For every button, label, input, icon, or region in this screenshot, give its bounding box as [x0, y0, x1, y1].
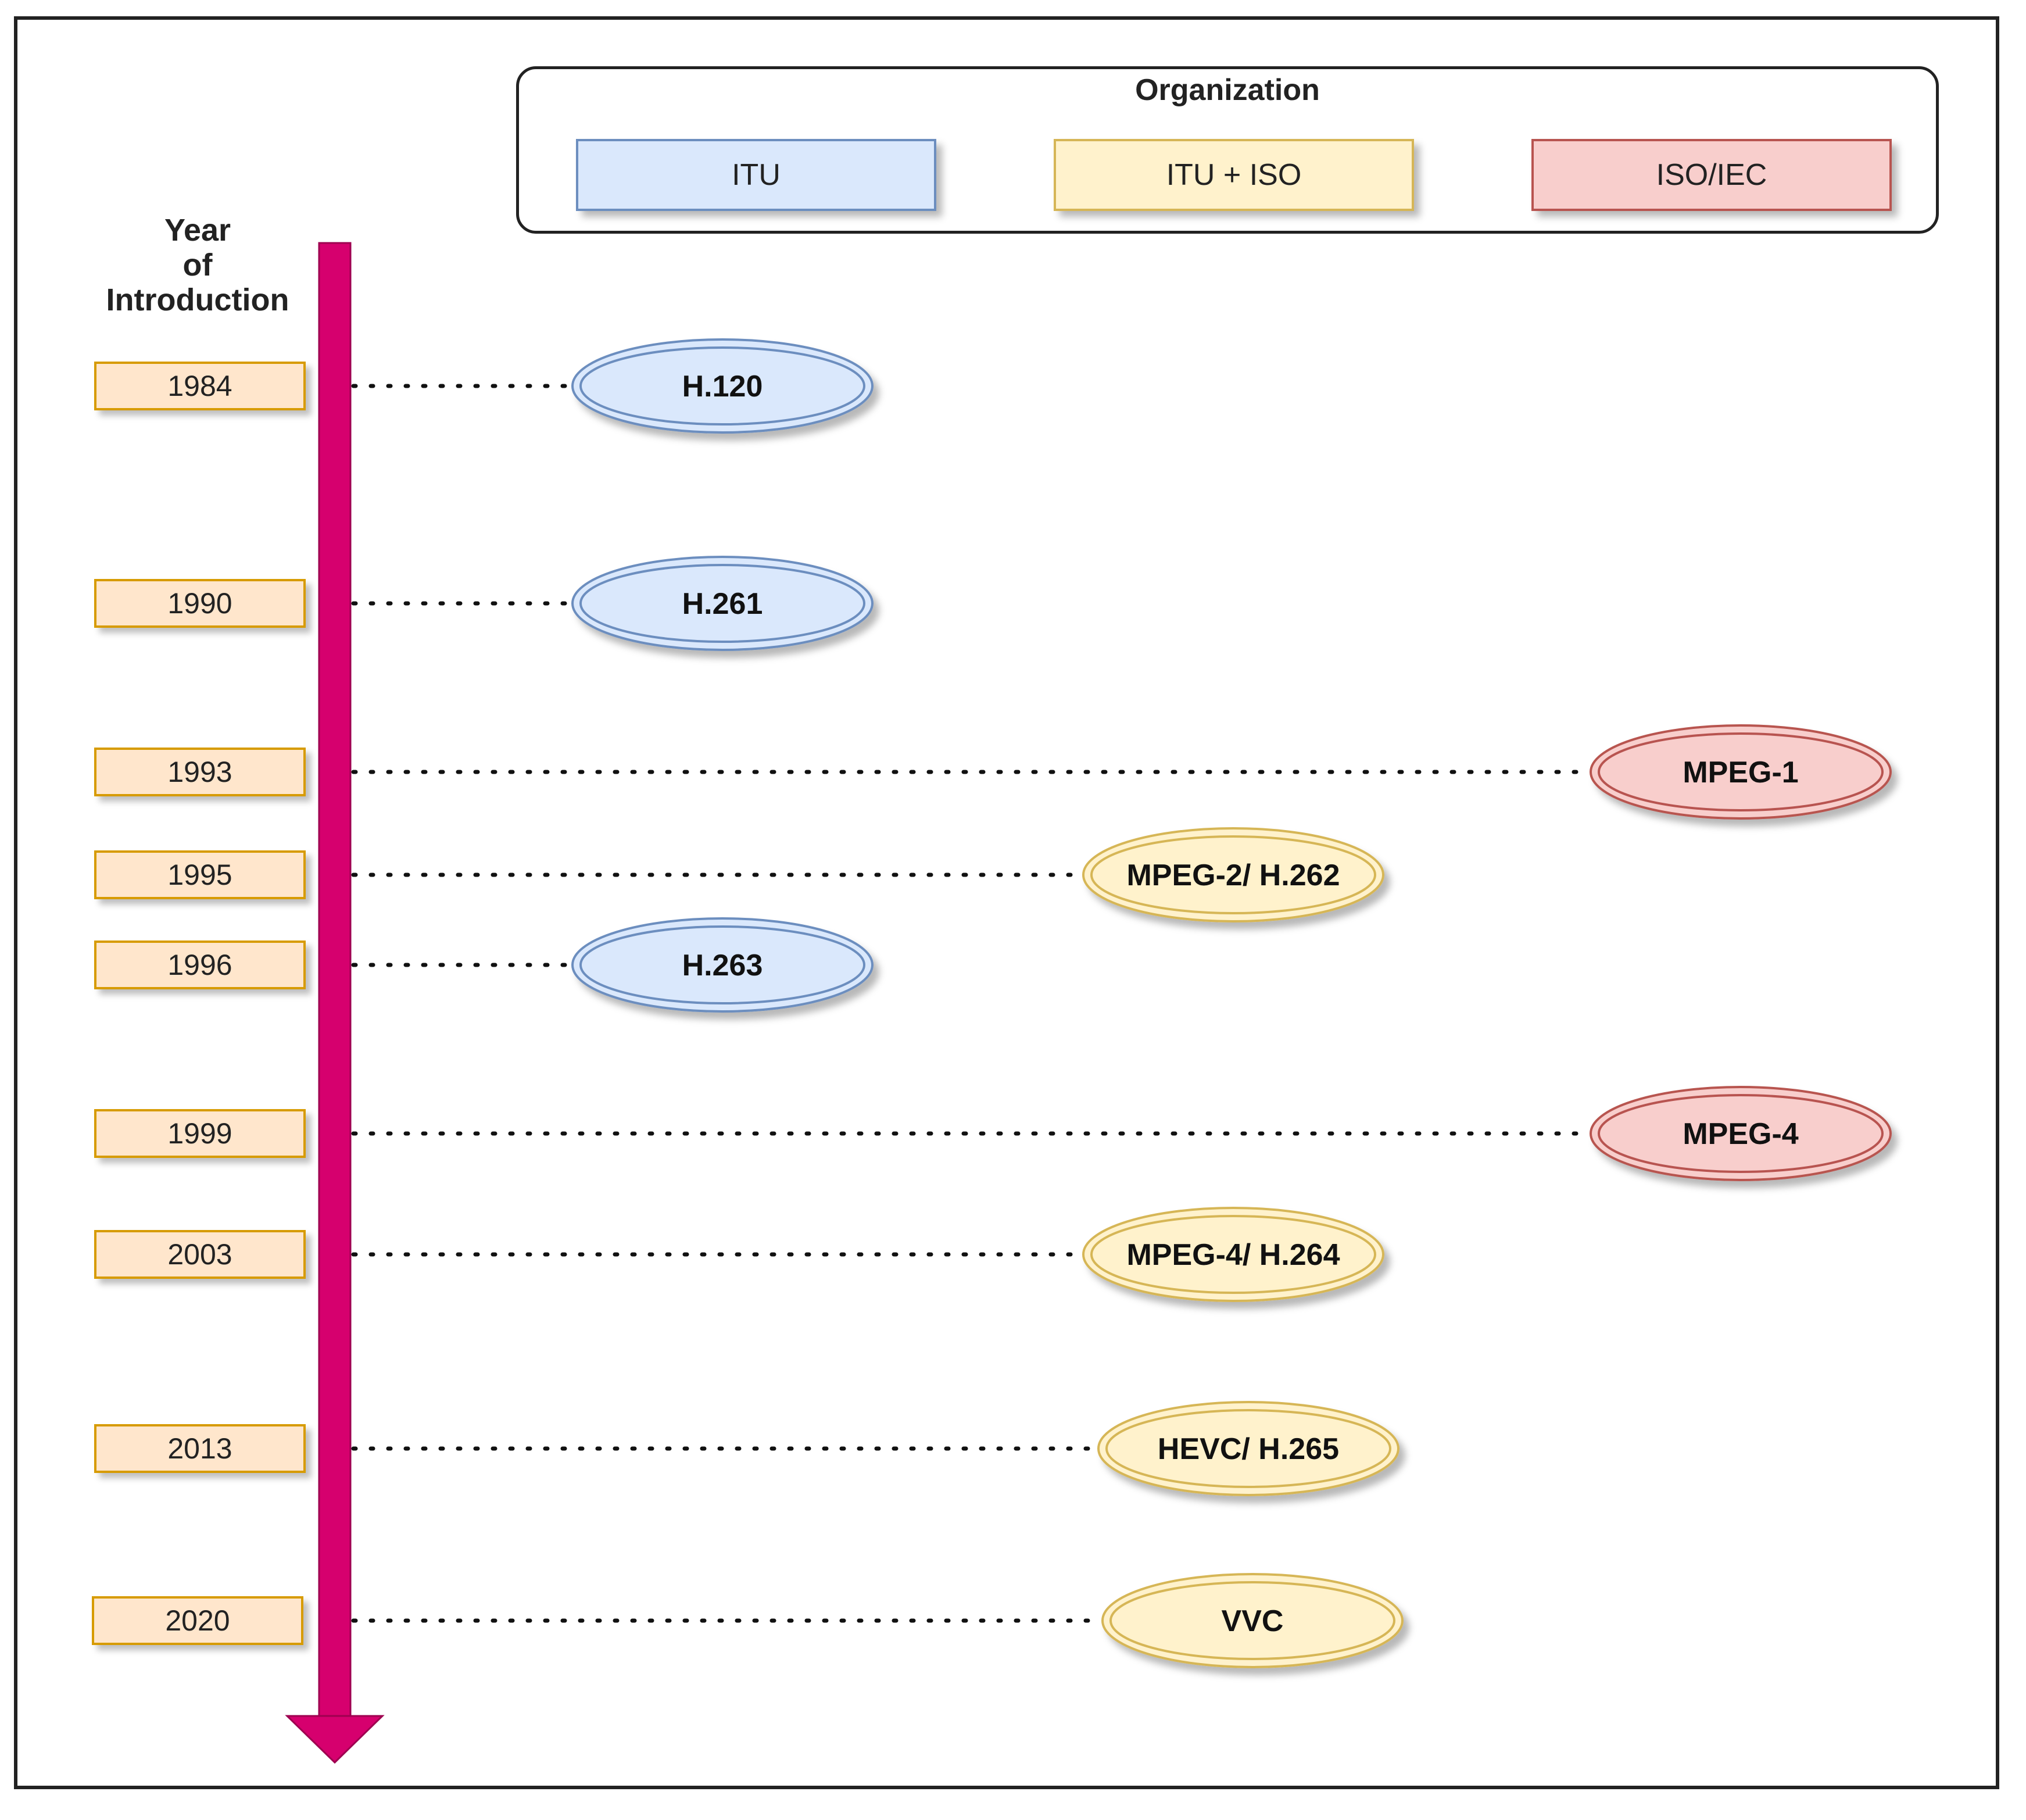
year-label-2003: 2003: [94, 1230, 306, 1279]
year-label-2020: 2020: [92, 1596, 303, 1645]
standard-node-hevc-h-265: HEVC/ H.265: [1097, 1401, 1399, 1496]
year-label-1984: 1984: [94, 362, 306, 410]
node-outer-ellipse: [571, 917, 874, 1013]
standard-label: H.261: [682, 587, 763, 621]
node-inner-ellipse: [1109, 1581, 1395, 1660]
node-inner-ellipse: [579, 564, 865, 643]
year-label-1993: 1993: [94, 748, 306, 796]
timeline-arrow-head: [285, 1715, 385, 1764]
standard-label: MPEG-4: [1683, 1117, 1798, 1151]
standard-node-h-120: H.120: [571, 338, 874, 434]
standard-label: VVC: [1222, 1604, 1284, 1638]
node-inner-ellipse: [1090, 1215, 1376, 1294]
standard-label: MPEG-4/ H.264: [1126, 1238, 1340, 1272]
organization-legend: Organization ITU ITU + ISO ISO/IEC: [516, 66, 1939, 234]
legend-item-itu: ITU: [576, 139, 936, 211]
standard-node-vvc: VVC: [1101, 1573, 1404, 1668]
legend-item-itu-iso: ITU + ISO: [1054, 139, 1414, 211]
node-outer-ellipse: [571, 338, 874, 434]
node-outer-ellipse: [1590, 724, 1892, 820]
node-outer-ellipse: [1082, 827, 1384, 922]
node-inner-ellipse: [1090, 835, 1376, 914]
standard-node-h-263: H.263: [571, 917, 874, 1013]
year-label-1990: 1990: [94, 579, 306, 628]
legend-title: Organization: [1135, 73, 1320, 107]
node-outer-ellipse: [571, 556, 874, 651]
year-label-1999: 1999: [94, 1109, 306, 1158]
standard-node-mpeg-2-h-262: MPEG-2/ H.262: [1082, 827, 1384, 922]
node-inner-ellipse: [579, 346, 865, 425]
standard-label: MPEG-1: [1683, 756, 1798, 789]
node-inner-ellipse: [579, 925, 865, 1004]
node-outer-ellipse: [1082, 1207, 1384, 1302]
axis-title: Year of Introduction: [106, 213, 289, 317]
year-label-1996: 1996: [94, 941, 306, 989]
standard-label: H.263: [682, 949, 763, 982]
standard-node-h-261: H.261: [571, 556, 874, 651]
standard-label: H.120: [682, 370, 763, 403]
year-label-1995: 1995: [94, 850, 306, 899]
legend-item-iso-iec: ISO/IEC: [1531, 139, 1892, 211]
node-outer-ellipse: [1590, 1086, 1892, 1181]
standard-label: HEVC/ H.265: [1158, 1432, 1339, 1466]
timeline-arrow-shaft: [318, 242, 352, 1721]
standard-node-mpeg-1: MPEG-1: [1590, 724, 1892, 820]
node-inner-ellipse: [1105, 1409, 1391, 1488]
node-outer-ellipse: [1097, 1401, 1399, 1496]
node-inner-ellipse: [1598, 1094, 1884, 1173]
year-label-2013: 2013: [94, 1424, 306, 1473]
node-inner-ellipse: [1598, 732, 1884, 811]
standard-node-mpeg-4: MPEG-4: [1590, 1086, 1892, 1181]
standard-label: MPEG-2/ H.262: [1126, 859, 1340, 892]
node-outer-ellipse: [1101, 1573, 1404, 1668]
standard-node-mpeg-4-h-264: MPEG-4/ H.264: [1082, 1207, 1384, 1302]
